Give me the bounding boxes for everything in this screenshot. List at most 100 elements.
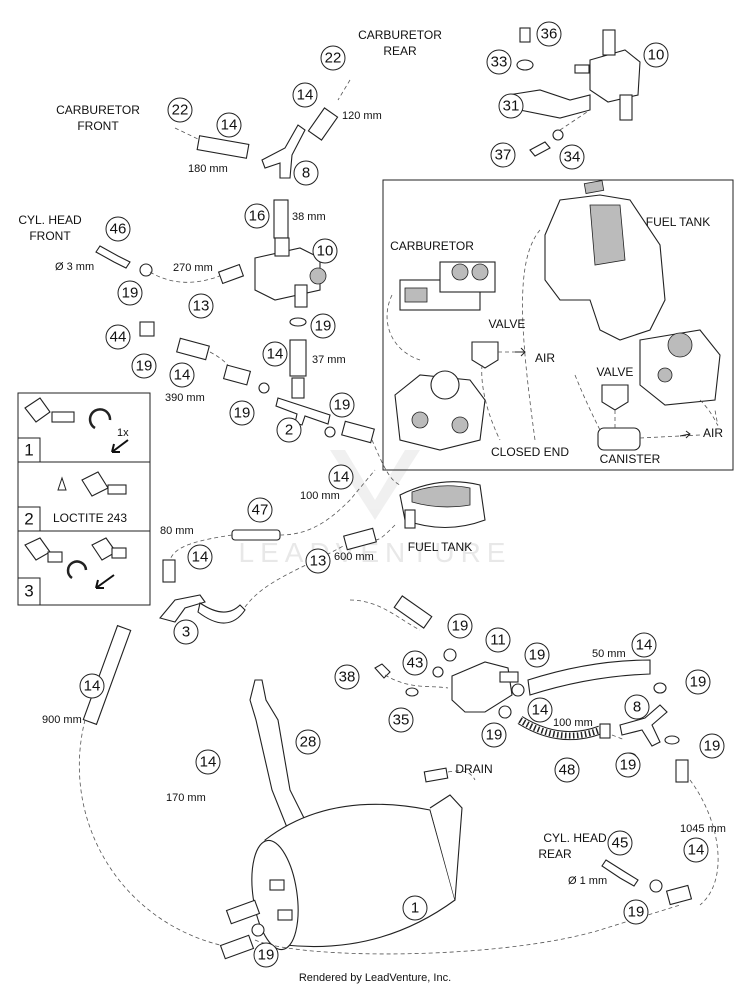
bracket-31 xyxy=(506,89,591,119)
svg-text:14: 14 xyxy=(297,87,314,104)
inset-fuel-tank-label: FUEL TANK xyxy=(646,215,710,229)
svg-text:28: 28 xyxy=(300,734,317,751)
svg-text:19: 19 xyxy=(529,647,546,664)
svg-text:19: 19 xyxy=(258,947,275,964)
label-cyl-head-front-2: FRONT xyxy=(29,229,71,243)
svg-text:14: 14 xyxy=(221,117,238,134)
upper-hose-assembly xyxy=(95,79,401,486)
callout: 8 xyxy=(293,160,319,186)
svg-text:22: 22 xyxy=(325,50,342,67)
svg-text:14: 14 xyxy=(688,842,705,859)
callout: 19 xyxy=(131,353,157,379)
meas-170mm: 170 mm xyxy=(166,792,206,804)
callout: 35 xyxy=(388,707,414,733)
t-fitting-upper xyxy=(261,124,306,179)
svg-text:14: 14 xyxy=(636,637,653,654)
svg-text:19: 19 xyxy=(704,738,721,755)
svg-text:34: 34 xyxy=(564,149,581,166)
label-cyl-head-front-1: CYL. HEAD xyxy=(18,213,82,227)
callout: 37 xyxy=(490,142,516,168)
bracket-valve-assembly xyxy=(506,27,641,157)
svg-text:1: 1 xyxy=(411,900,419,917)
callout: 14 xyxy=(79,673,105,699)
svg-text:14: 14 xyxy=(267,346,284,363)
label-cyl-head-rear-2: REAR xyxy=(538,847,572,861)
meas-100mm-a: 100 mm xyxy=(300,490,340,502)
callout: 38 xyxy=(334,664,360,690)
inset-canister-icon xyxy=(597,427,641,451)
svg-text:13: 13 xyxy=(310,553,327,570)
callout: 19 xyxy=(310,313,336,339)
callout: 2 xyxy=(276,417,302,443)
callout: 43 xyxy=(402,650,428,676)
svg-text:19: 19 xyxy=(234,405,251,422)
callout: 14 xyxy=(216,112,242,138)
meas-270mm: 270 mm xyxy=(173,262,213,274)
svg-text:45: 45 xyxy=(612,835,629,852)
inset-engine-rear-icon xyxy=(639,329,721,406)
svg-text:10: 10 xyxy=(648,47,665,64)
svg-text:14: 14 xyxy=(84,678,101,695)
footer-credit: Rendered by LeadVenture, Inc. xyxy=(299,972,451,984)
inset-air-1-label: AIR xyxy=(535,351,555,365)
svg-text:8: 8 xyxy=(302,165,310,182)
callout: 14 xyxy=(631,632,657,658)
callout: 8 xyxy=(624,694,650,720)
svg-text:14: 14 xyxy=(200,754,217,771)
callout: 14 xyxy=(292,82,318,108)
label-carb-front-2: FRONT xyxy=(77,119,119,133)
meas-390mm: 390 mm xyxy=(165,392,205,404)
valve-11 xyxy=(451,661,513,713)
step-1-number: 1 xyxy=(24,441,33,460)
inset-carburetor-icon xyxy=(399,261,496,311)
cyl-head-rear-fitting xyxy=(601,859,639,887)
label-dia-3mm: Ø 3 mm xyxy=(55,261,94,273)
callout: 19 xyxy=(623,899,649,925)
meas-180mm: 180 mm xyxy=(188,163,228,175)
callout: 22 xyxy=(167,97,193,123)
meas-37mm: 37 mm xyxy=(312,354,346,366)
svg-text:10: 10 xyxy=(317,243,334,260)
meas-38mm: 38 mm xyxy=(292,211,326,223)
label-carb-front-1: CARBURETOR xyxy=(56,103,140,117)
measurements: 120 mm 180 mm 38 mm 270 mm 37 mm 390 mm … xyxy=(42,110,726,835)
label-fuel-tank: FUEL TANK xyxy=(408,540,472,554)
svg-text:19: 19 xyxy=(136,358,153,375)
callout: 31 xyxy=(498,93,524,119)
inset-engine-icon xyxy=(394,370,486,451)
cyl-head-front-fitting xyxy=(95,245,131,269)
step-3-number: 3 xyxy=(24,582,33,601)
callout: 14 xyxy=(187,544,213,570)
inset-air-2-label: AIR xyxy=(703,426,723,440)
meas-50mm: 50 mm xyxy=(592,648,626,660)
assembly-steps-box: 1 2 3 1x LOCTITE 243 xyxy=(17,392,151,606)
svg-text:46: 46 xyxy=(110,221,127,238)
callout: 16 xyxy=(244,203,270,229)
callout: 13 xyxy=(305,548,331,574)
meas-900mm: 900 mm xyxy=(42,714,82,726)
svg-text:14: 14 xyxy=(174,367,191,384)
label-carb-rear-1: CARBURETOR xyxy=(358,28,442,42)
svg-text:31: 31 xyxy=(503,98,520,115)
callout: 14 xyxy=(527,697,553,723)
callout: 19 xyxy=(615,752,641,778)
callout: 1 xyxy=(402,895,428,921)
inset-valve-2-label: VALVE xyxy=(597,365,634,379)
callout: 14 xyxy=(328,464,354,490)
inset-evap-system: FUEL TANK CARBURETOR VALVE AIR VALVE AIR… xyxy=(382,179,734,471)
callout: 28 xyxy=(295,729,321,755)
labels: CARBURETOR REAR CARBURETOR FRONT CYL. HE… xyxy=(18,28,607,887)
meas-1045mm: 1045 mm xyxy=(680,823,726,835)
connector-47 xyxy=(231,529,281,541)
label-dia-1mm: Ø 1 mm xyxy=(568,875,607,887)
svg-text:14: 14 xyxy=(333,469,350,486)
callout: 34 xyxy=(559,144,585,170)
inset-valve-2-icon xyxy=(601,384,629,411)
svg-text:19: 19 xyxy=(690,674,707,691)
inset-canister-label: CANISTER xyxy=(600,452,661,466)
callout: 10 xyxy=(312,238,338,264)
callout: 22 xyxy=(320,45,346,71)
inset-valve-1-label: VALVE xyxy=(489,317,526,331)
callout: 14 xyxy=(683,837,709,863)
